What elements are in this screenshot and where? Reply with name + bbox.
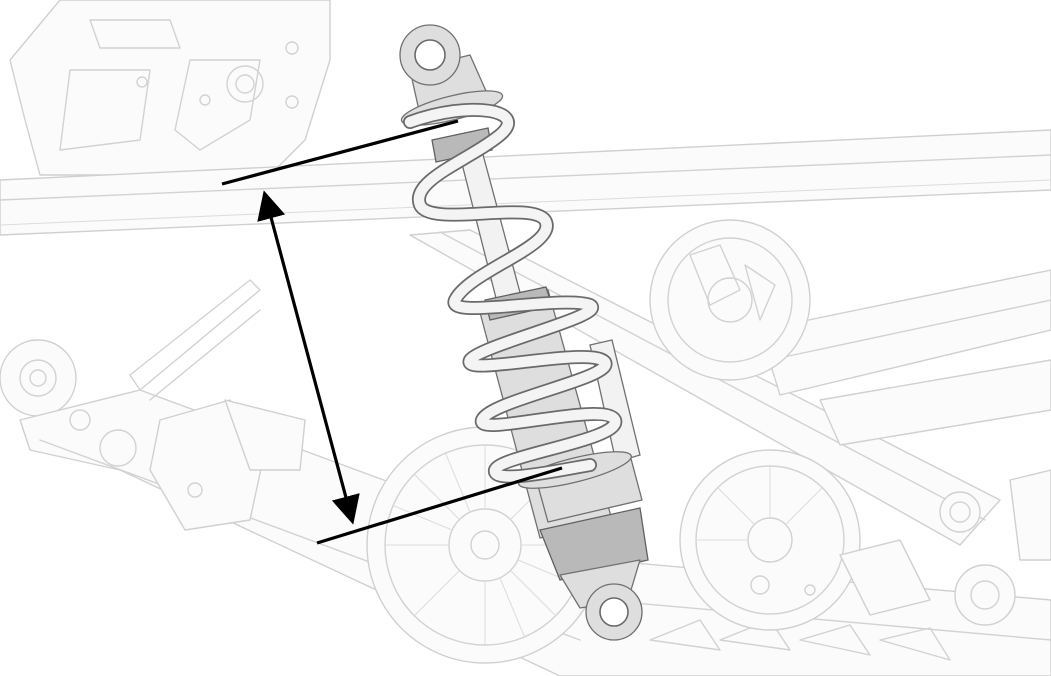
dimension-arrow [257, 190, 360, 525]
upper-bracket-plate [9, 0, 331, 176]
spring-length-dimension [221, 119, 563, 545]
right-bogie-wheel [679, 449, 861, 631]
rear-idler-wheel [649, 219, 811, 381]
coil-spring [403, 102, 622, 484]
upper-extension-line [221, 119, 459, 186]
shock-absorber [399, 24, 649, 641]
lower-eyelet [585, 583, 643, 641]
lower-extension-line [316, 466, 563, 545]
front-idler [0, 339, 77, 417]
